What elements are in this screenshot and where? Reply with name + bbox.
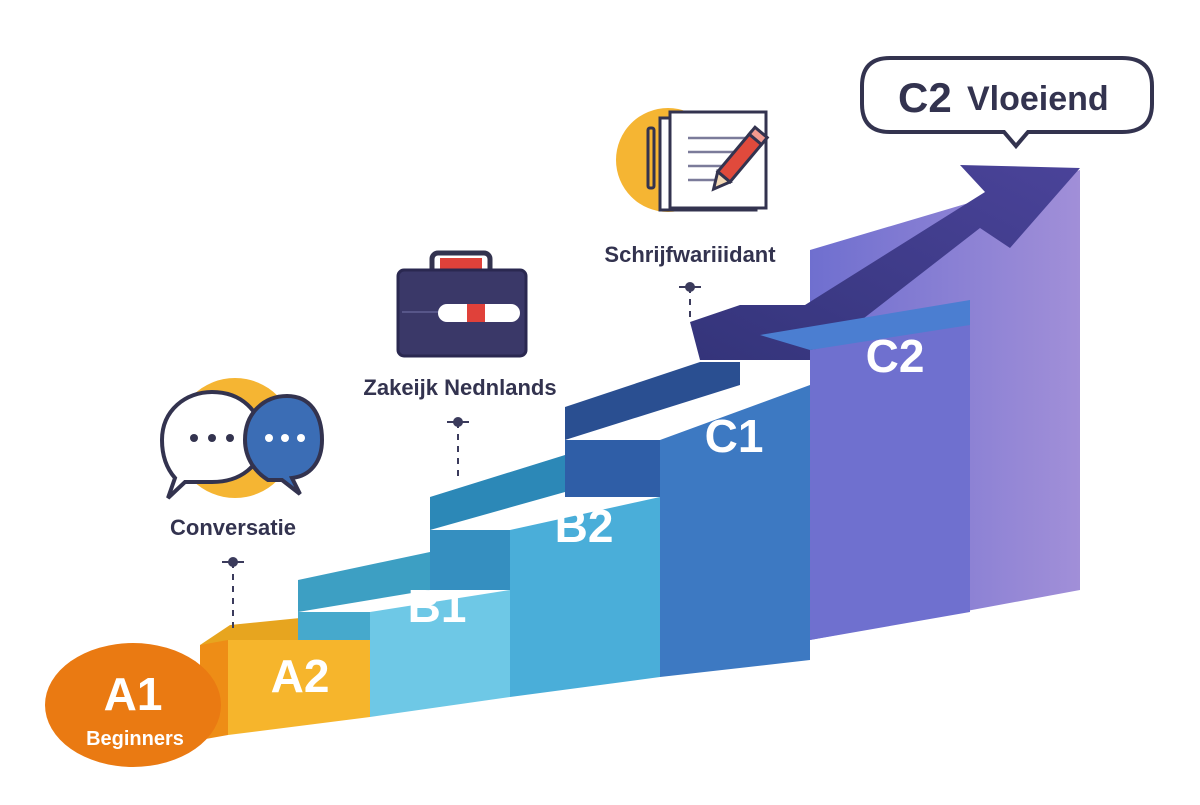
document-pencil-icon	[616, 108, 770, 212]
a1-oval	[45, 643, 221, 767]
a2-label: A2	[271, 650, 330, 702]
b1-step-side	[298, 612, 370, 640]
connector-lines	[232, 287, 691, 630]
callout-text: Vloeiend	[967, 80, 1109, 118]
c2-callout: C2 Vloeiend	[860, 56, 1154, 150]
c2-step-top	[760, 300, 970, 350]
b2-step-front	[510, 497, 660, 697]
speech-bubbles-icon	[159, 378, 325, 500]
callout-level: C2	[898, 74, 952, 121]
c1-step-top	[565, 362, 740, 440]
a1-label: A1	[104, 668, 163, 720]
c2-step-front	[810, 325, 970, 640]
connector-ticks	[222, 286, 701, 563]
b2-label: B2	[555, 500, 614, 552]
b1-label: B1	[408, 580, 467, 632]
c2-label: C2	[866, 330, 925, 382]
a1-sublabel: Beginners	[86, 728, 184, 750]
c1-label: C1	[705, 410, 764, 462]
growth-arrow-icon	[690, 165, 1080, 360]
c1-step-front	[660, 385, 810, 677]
a2-step-top	[200, 618, 300, 645]
b2-step-side	[430, 530, 510, 590]
b1-step-top	[298, 552, 430, 612]
conversation-caption: Conversatie	[170, 515, 296, 540]
b2-step-top	[430, 455, 565, 530]
business-caption: Zakeijk Nednlands	[363, 375, 556, 400]
briefcase-icon	[396, 250, 528, 358]
writing-caption: Schrijfwariiidant	[604, 242, 776, 267]
b1-step-front	[370, 590, 510, 717]
c1-step-side	[565, 440, 660, 497]
a2-step-front	[228, 640, 370, 735]
